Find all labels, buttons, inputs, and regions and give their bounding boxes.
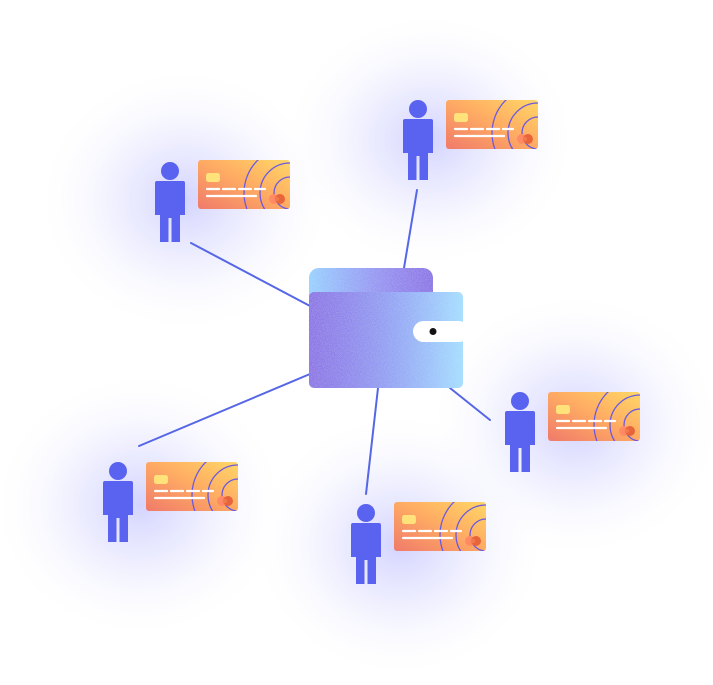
connector-right <box>449 387 491 421</box>
wallet-front <box>309 292 463 388</box>
connector-lines <box>138 189 491 495</box>
connector-lower-left <box>138 373 311 447</box>
glow-lower-left <box>0 370 290 640</box>
wallet-button <box>429 328 437 335</box>
connector-bottom <box>365 387 379 495</box>
wallet-icon <box>309 268 469 388</box>
connector-upper-left <box>190 242 311 307</box>
connector-top <box>403 189 418 269</box>
background-glows <box>0 10 713 680</box>
wallet-clasp <box>413 321 469 342</box>
glow-upper-left <box>35 65 335 335</box>
